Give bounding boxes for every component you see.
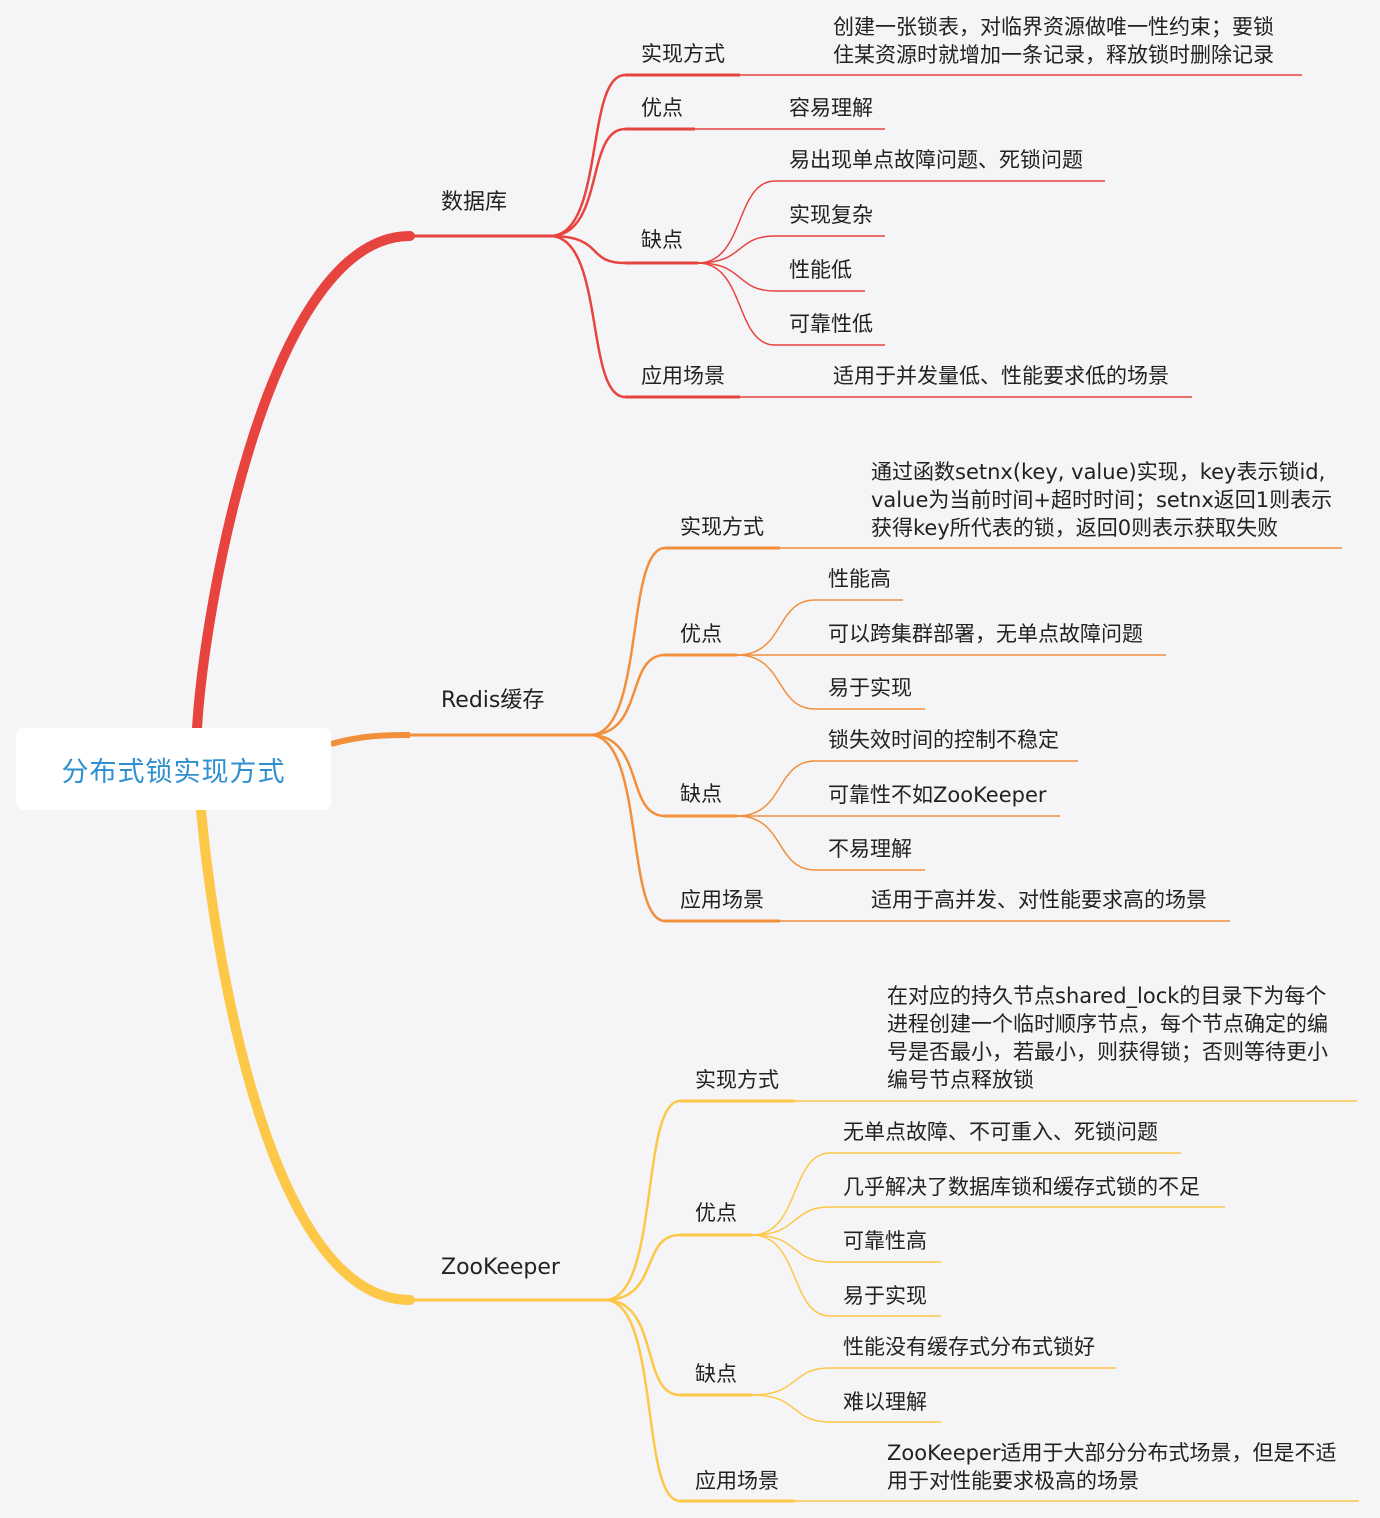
database-advantages-label[interactable]: 优点 (641, 96, 683, 120)
redis-advantage-item[interactable]: 易于实现 (828, 676, 912, 700)
redis-scenario-text[interactable]: 适用于高并发、对性能要求高的场景 (871, 888, 1207, 912)
database-advantage-item[interactable]: 容易理解 (789, 96, 873, 120)
zookeeper-implementation-text[interactable]: 在对应的持久节点shared_lock的目录下为每个 进程创建一个临时顺序节点，… (887, 984, 1328, 1092)
redis-disadvantages-label[interactable]: 缺点 (680, 782, 722, 806)
database-disadvantage-item[interactable]: 实现复杂 (789, 203, 873, 227)
redis-disadvantage-item[interactable]: 可靠性不如ZooKeeper (828, 783, 1047, 807)
redis-implementation-text[interactable]: 通过函数setnx(key, value)实现，key表示锁id, value为… (871, 460, 1333, 540)
redis-advantage-item[interactable]: 可以跨集群部署，无单点故障问题 (828, 622, 1143, 646)
database-implementation-label[interactable]: 实现方式 (641, 42, 725, 66)
root-node-label: 分布式锁实现方式 (61, 756, 286, 788)
redis-advantages-label[interactable]: 优点 (680, 622, 722, 646)
redis-advantage-item[interactable]: 性能高 (828, 567, 891, 591)
zookeeper-advantages-label[interactable]: 优点 (695, 1201, 737, 1225)
branch-redis-label[interactable]: Redis缓存 (441, 688, 545, 713)
redis-disadvantage-item[interactable]: 锁失效时间的控制不稳定 (828, 728, 1059, 752)
zookeeper-disadvantage-item[interactable]: 性能没有缓存式分布式锁好 (843, 1335, 1095, 1359)
zookeeper-scenario-text[interactable]: ZooKeeper适用于大部分分布式场景，但是不适 用于对性能要求极高的场景 (887, 1441, 1337, 1493)
redis-disadvantage-item[interactable]: 不易理解 (828, 837, 912, 861)
root-node[interactable]: 分布式锁实现方式 (16, 728, 331, 810)
branch-zookeeper-label[interactable]: ZooKeeper (441, 1255, 560, 1280)
root-to-redis-connector (330, 732, 411, 747)
database-disadvantages-label[interactable]: 缺点 (641, 228, 683, 252)
zookeeper-implementation-label[interactable]: 实现方式 (695, 1068, 779, 1092)
zookeeper-branch-lines (604, 1099, 1359, 1503)
zookeeper-scenario-label[interactable]: 应用场景 (695, 1469, 779, 1493)
root-to-zookeeper-connector (196, 805, 415, 1305)
database-scenario-label[interactable]: 应用场景 (641, 364, 725, 388)
root-to-database-connector (192, 231, 415, 733)
zookeeper-advantage-item[interactable]: 易于实现 (843, 1284, 927, 1308)
zookeeper-disadvantage-item[interactable]: 难以理解 (843, 1390, 927, 1414)
branch-database-label[interactable]: 数据库 (441, 190, 508, 215)
zookeeper-advantage-item[interactable]: 可靠性高 (843, 1229, 927, 1253)
database-scenario-text[interactable]: 适用于并发量低、性能要求低的场景 (833, 364, 1169, 388)
zookeeper-advantage-item[interactable]: 几乎解决了数据库锁和缓存式锁的不足 (843, 1175, 1200, 1199)
redis-implementation-label[interactable]: 实现方式 (680, 515, 764, 539)
database-branch-lines (549, 73, 1302, 399)
database-implementation-text[interactable]: 创建一张锁表，对临界资源做唯一性约束；要锁 住某资源时就增加一条记录，释放锁时删… (833, 15, 1274, 67)
zookeeper-advantage-item[interactable]: 无单点故障、不可重入、死锁问题 (843, 1120, 1158, 1144)
redis-scenario-label[interactable]: 应用场景 (680, 888, 764, 912)
zookeeper-disadvantages-label[interactable]: 缺点 (695, 1362, 737, 1386)
database-disadvantage-item[interactable]: 易出现单点故障问题、死锁问题 (789, 148, 1083, 172)
redis-branch-lines (589, 546, 1342, 923)
database-disadvantage-item[interactable]: 可靠性低 (789, 312, 873, 336)
database-disadvantage-item[interactable]: 性能低 (789, 258, 852, 282)
